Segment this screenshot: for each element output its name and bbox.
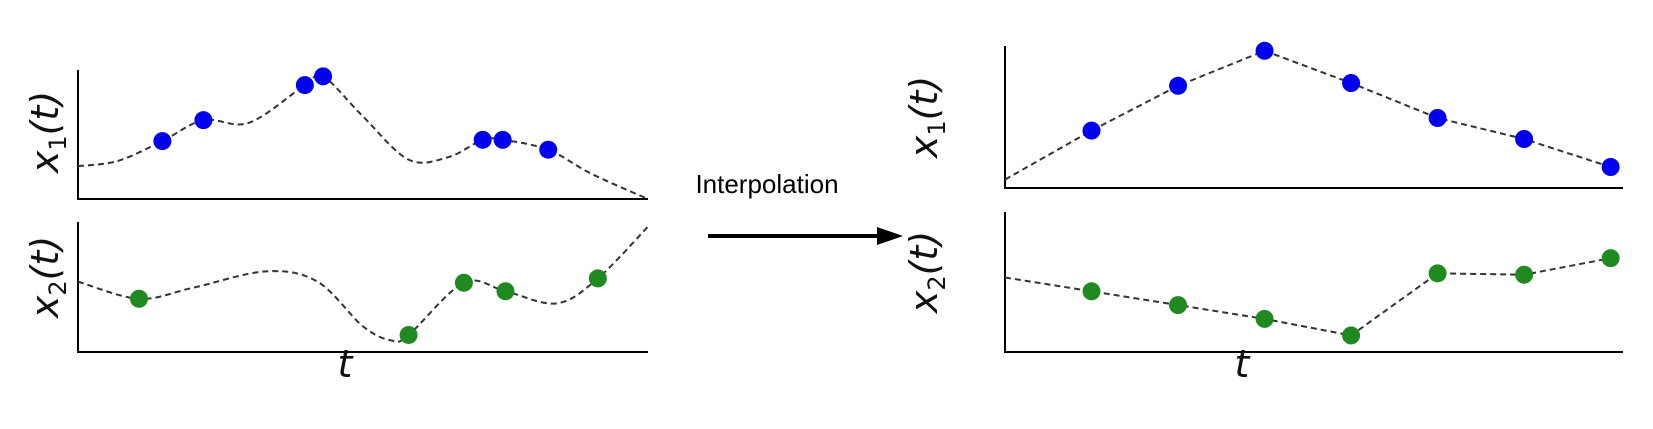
right-top-point xyxy=(1169,76,1188,95)
left-top-dashed-curve xyxy=(77,73,649,200)
right-top-point xyxy=(1601,158,1620,176)
right-top-point xyxy=(1428,109,1447,127)
right-bottom-dashed-line xyxy=(1004,257,1611,337)
left-top-point xyxy=(314,67,333,86)
right-bottom-point xyxy=(1601,249,1620,268)
left-x1-ylabel: x1(t) xyxy=(23,91,72,174)
left-bottom-point xyxy=(399,325,418,344)
left-bottom-point xyxy=(454,273,473,292)
left-top-point xyxy=(295,76,314,95)
left-x2-ylabel: x2(t) xyxy=(23,236,72,319)
left-bottom-axes xyxy=(77,222,648,353)
right-t-label: t xyxy=(1235,342,1252,386)
left-t-label: t xyxy=(338,342,355,386)
interpolation-arrow xyxy=(708,227,903,245)
left-bottom-dashed-curve xyxy=(77,225,649,343)
left-bottom-point xyxy=(588,269,607,288)
right-bottom-axes xyxy=(1004,212,1623,353)
right-top-point xyxy=(1342,74,1361,92)
left-top-axes xyxy=(77,70,648,200)
right-bottom-point xyxy=(1255,309,1274,328)
left-top-point xyxy=(539,140,558,159)
right-top-point xyxy=(1255,41,1274,60)
left-top-point xyxy=(493,130,512,149)
interpolation-label: Interpolation xyxy=(695,169,838,199)
left-top-point xyxy=(194,111,213,130)
left-bottom-point xyxy=(129,289,148,308)
right-x1-ylabel: x1(t) xyxy=(902,76,951,159)
left-top-point xyxy=(153,132,172,151)
left-top-point xyxy=(473,130,492,149)
right-top-plot xyxy=(1004,41,1623,189)
right-top-point xyxy=(1515,130,1534,148)
right-bottom-plot xyxy=(1004,212,1623,353)
left-bottom-point xyxy=(496,282,515,301)
right-bottom-point xyxy=(1515,265,1534,284)
left-top-plot xyxy=(77,67,649,200)
right-top-axes xyxy=(1004,46,1623,189)
right-top-dashed-line xyxy=(1004,49,1611,181)
right-bottom-point xyxy=(1082,282,1101,301)
right-bottom-point xyxy=(1342,326,1361,345)
left-bottom-plot xyxy=(77,222,649,353)
right-top-point xyxy=(1082,121,1101,140)
right-bottom-point xyxy=(1169,296,1188,315)
right-bottom-point xyxy=(1428,264,1447,283)
right-x2-ylabel: x2(t) xyxy=(902,231,951,314)
